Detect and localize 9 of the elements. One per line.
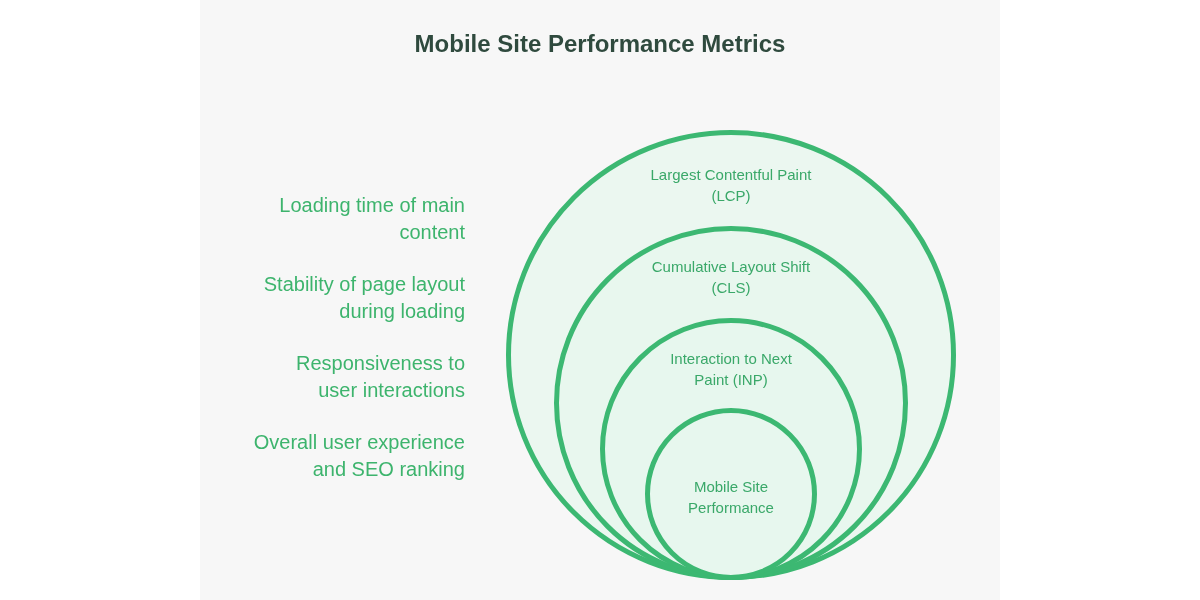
description-text: Loading time of main content — [278, 193, 465, 245]
circle-label: Cumulative Layout Shift (CLS) — [650, 257, 812, 298]
circle-label: Mobile Site Performance — [687, 477, 775, 518]
circle-label: Interaction to Next Paint (INP) — [669, 349, 793, 390]
title: Mobile Site Performance Metrics — [413, 30, 787, 58]
description-text: Overall user experience and SEO ranking — [253, 430, 465, 482]
description-text: Responsiveness to user interactions — [295, 351, 465, 403]
circle-label: Largest Contentful Paint (LCP) — [649, 165, 813, 206]
description-text: Stability of page layout during loading — [262, 272, 465, 324]
